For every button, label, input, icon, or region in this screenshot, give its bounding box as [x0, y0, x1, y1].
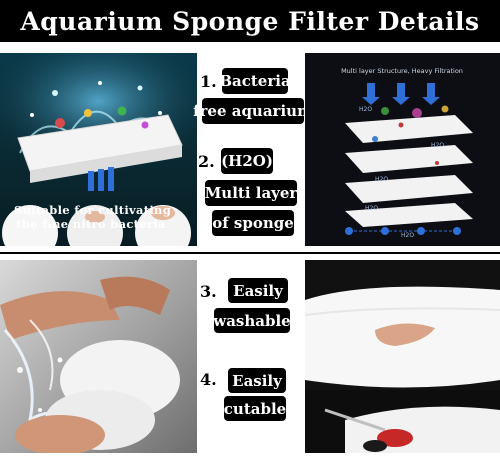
filtration-diagram: Multi layer Structure, Heavy Filtration …	[341, 67, 473, 239]
feature-4-number: 4.	[200, 370, 217, 389]
feature-2-number: 2.	[198, 152, 215, 171]
diagram-title: Multi layer Structure, Heavy Filtration	[341, 67, 463, 75]
h2o-label-3: H2O	[375, 176, 388, 183]
feature-4-label-line2: cutable	[224, 396, 286, 421]
feature-3-number: 3.	[200, 282, 217, 301]
title-banner: Aquarium Sponge Filter Details	[0, 0, 500, 42]
sponge-bacteria-illustration	[0, 53, 197, 246]
feature-1-label-line1: Bacteria	[219, 68, 291, 94]
h2o-label-4: H2O	[365, 205, 378, 212]
feature-2-label-line3: of sponge	[212, 210, 294, 236]
feature-1-number: 1.	[200, 72, 217, 91]
washing-photo	[0, 260, 197, 453]
feature-1-label-line2: free aquarium	[193, 98, 313, 124]
sponge-layers	[345, 115, 473, 227]
h2o-label-1: H2O	[359, 106, 372, 113]
feature-2-label-line2: Multi layer	[205, 180, 297, 206]
feature-3-label-line2: washable	[213, 308, 291, 333]
cotton-sheet-illustration	[305, 286, 500, 453]
photo-caption: Suitable for cultivating the fine nitro …	[14, 203, 190, 231]
feature-3-label-line1: Easily	[228, 278, 288, 303]
h2o-label-5: H2O	[401, 232, 414, 239]
washing-illustration	[0, 276, 180, 453]
sponge-bacteria-photo: Suitable for cultivating the fine nitro …	[0, 53, 197, 246]
multi-layer-diagram: Multi layer Structure, Heavy Filtration …	[305, 53, 500, 246]
h2o-label-2: H2O	[431, 142, 444, 149]
page-title: Aquarium Sponge Filter Details	[20, 6, 480, 36]
feature-2-label-line1: (H2O)	[221, 148, 273, 174]
caption-line-1: Suitable for cultivating	[14, 203, 172, 217]
feature-4-label-line1: Easily	[228, 368, 286, 393]
flow-arrows	[362, 83, 440, 105]
section-divider	[0, 252, 500, 254]
caption-line-2: the fine nitro bacteria	[16, 217, 166, 231]
cotton-sheet-photo	[305, 260, 500, 453]
step-indicator	[345, 227, 461, 235]
